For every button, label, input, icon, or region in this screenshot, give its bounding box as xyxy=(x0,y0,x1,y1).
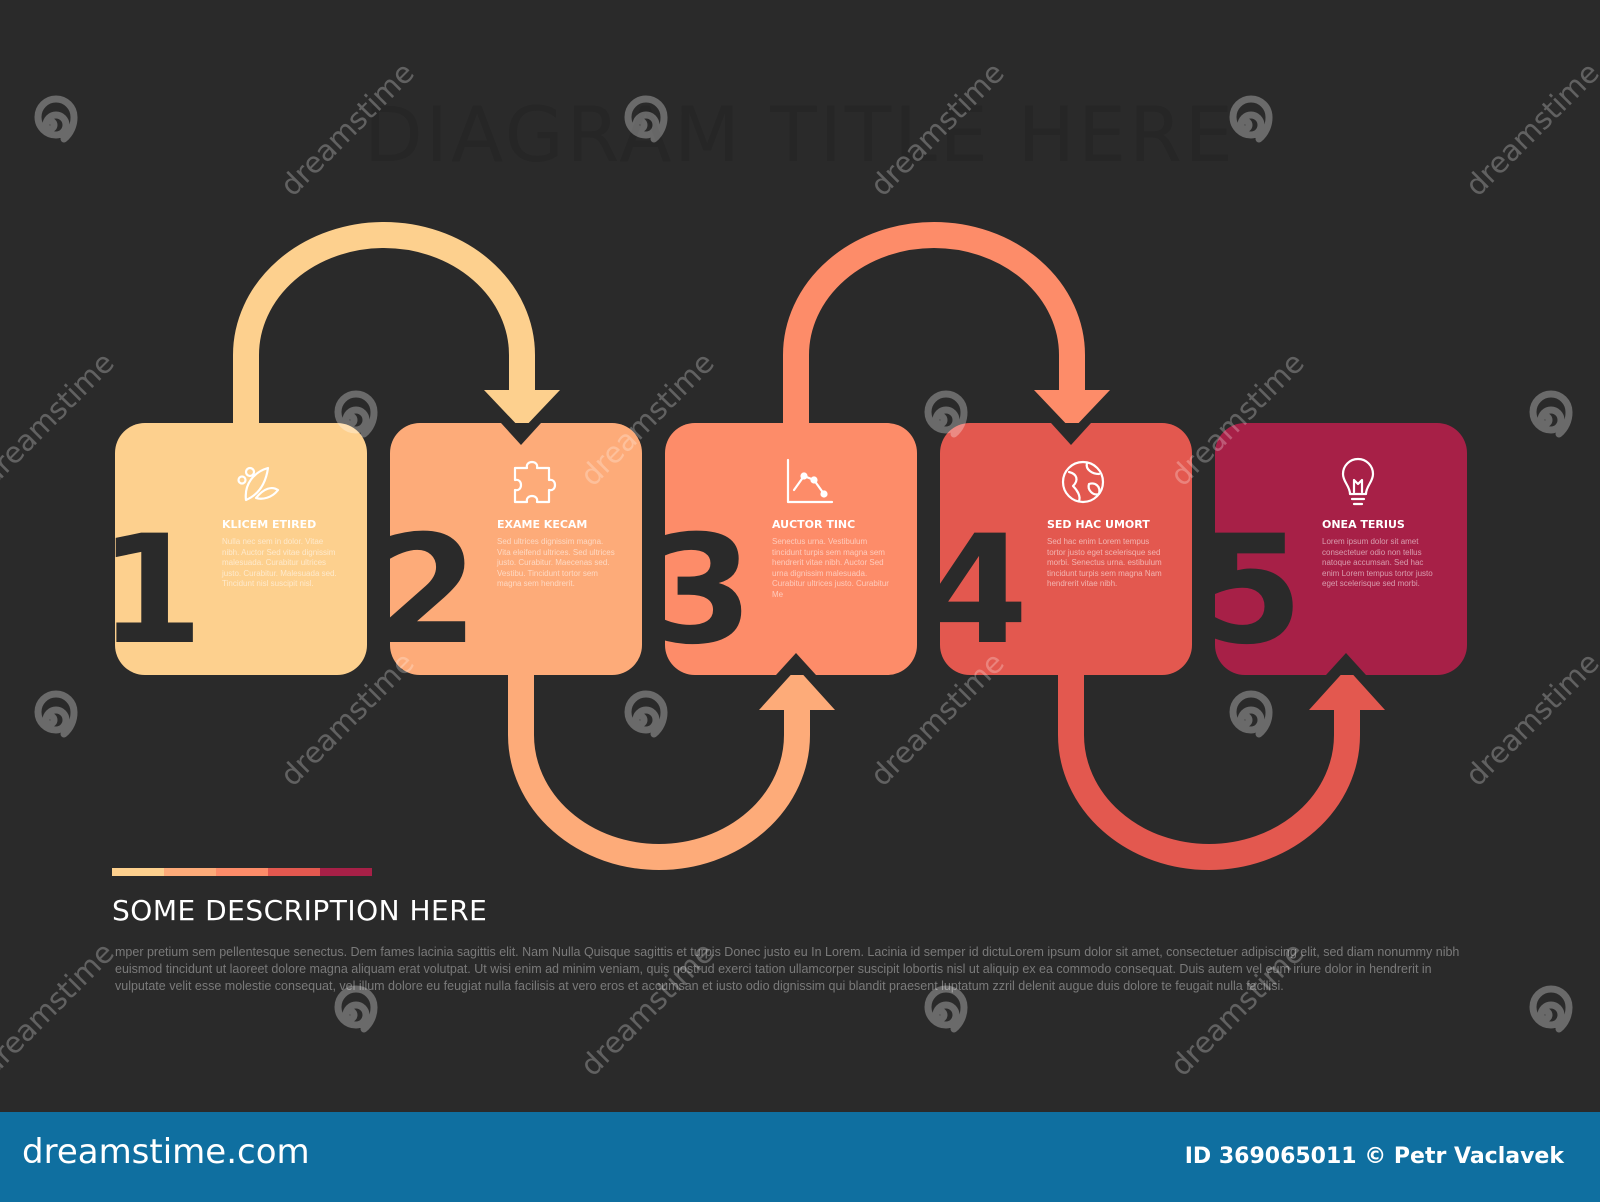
diagram-title: DIAGRAM TITLE HERE xyxy=(364,90,1236,179)
step-body: Senectus urna. Vestibulum tincidunt turp… xyxy=(772,537,889,599)
divider-segment xyxy=(320,868,372,876)
step-card-2 xyxy=(390,423,642,675)
description-body: mper pretium sem pellentesque senectus. … xyxy=(115,945,1460,993)
step-text-4: SED HAC UMORT Sed hac enim Lorem tempus t… xyxy=(1047,518,1167,590)
step-heading: AUCTOR TINC xyxy=(772,518,856,531)
card-notch xyxy=(1326,653,1366,675)
footer-bar: dreamstime.com ID 369065011 © Petr Vacla… xyxy=(0,1112,1600,1202)
step-card-1 xyxy=(115,423,367,675)
step-body: Lorem ipsum dolor sit amet consectetuer … xyxy=(1322,537,1433,588)
step-body: Sed ultrices dignissim magna. Vita eleif… xyxy=(497,537,615,588)
step-text-2: EXAME KECAM Sed ultrices dignissim magna.… xyxy=(497,518,617,590)
flow-arrow-3-4 xyxy=(783,222,1110,430)
step-number-3: 3 xyxy=(649,504,753,678)
flow-arrow-2-3 xyxy=(508,665,835,870)
divider-segment xyxy=(164,868,216,876)
step-heading: SED HAC UMORT xyxy=(1047,518,1150,531)
divider-segment xyxy=(216,868,268,876)
step-number-4: 4 xyxy=(924,504,1028,678)
description-heading: SOME DESCRIPTION HERE xyxy=(112,894,488,927)
puzzle-icon xyxy=(513,460,557,504)
step-heading: EXAME KECAM xyxy=(497,518,588,531)
step-card-3 xyxy=(665,423,917,675)
color-divider xyxy=(112,868,372,876)
step-card-5 xyxy=(1215,423,1467,675)
card-notch xyxy=(776,653,816,675)
globe-icon xyxy=(1061,460,1105,504)
step-text-1: KLICEM ETIRED Nulla nec sem in dolor. Vit… xyxy=(222,518,342,590)
step-number-1: 1 xyxy=(99,504,203,678)
card-notch xyxy=(501,423,541,445)
step-card-4 xyxy=(940,423,1192,675)
step-body: Sed hac enim Lorem tempus tortor justo e… xyxy=(1047,537,1162,588)
step-body: Nulla nec sem in dolor. Vitae nibh. Auct… xyxy=(222,537,337,588)
flow-arrow-4-5 xyxy=(1058,665,1385,870)
footer-credit: ID 369065011 © Petr Vaclavek xyxy=(1184,1144,1564,1169)
step-text-5: ONEA TERIUS Lorem ipsum dolor sit amet co… xyxy=(1322,518,1442,590)
step-heading: KLICEM ETIRED xyxy=(222,518,317,531)
step-number-2: 2 xyxy=(374,504,478,678)
step-number-5: 5 xyxy=(1199,504,1303,678)
card-notch xyxy=(1051,423,1091,445)
holly-leaves-icon xyxy=(237,466,280,502)
divider-segment xyxy=(112,868,164,876)
line-chart-icon xyxy=(786,458,834,504)
lightbulb-icon xyxy=(1341,457,1375,506)
flow-arrow-1-2 xyxy=(233,222,560,430)
divider-segment xyxy=(268,868,320,876)
footer-brand[interactable]: dreamstime.com xyxy=(22,1132,310,1172)
step-heading: ONEA TERIUS xyxy=(1322,518,1405,531)
step-text-3: AUCTOR TINC Senectus urna. Vestibulum tin… xyxy=(772,518,892,600)
